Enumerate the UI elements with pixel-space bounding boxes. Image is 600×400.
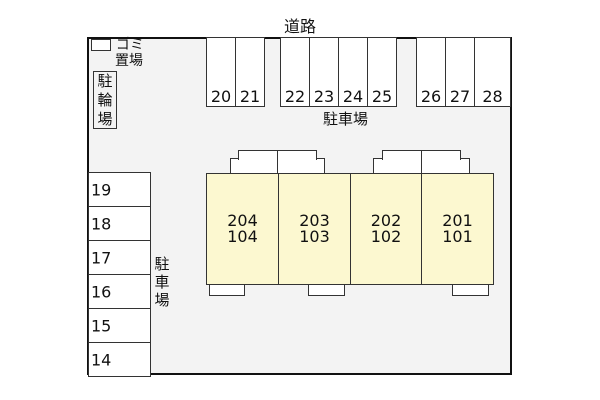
parking-slot-number: 18 (91, 214, 112, 233)
parking-slot-18: 18 (88, 206, 151, 241)
unit-number-lower: 101 (442, 227, 473, 246)
balcony-top (382, 150, 422, 160)
balcony (373, 158, 422, 174)
parking-slot-19: 19 (88, 172, 151, 207)
top-parking-label: 駐車場 (323, 110, 369, 128)
unit-number-upper: 202 (370, 211, 402, 230)
unit-number-upper: 204 (227, 211, 258, 230)
balcony (277, 158, 325, 174)
balcony (421, 158, 470, 174)
parking-slot-number: 28 (482, 87, 503, 106)
left-parking-label: 駐 車 場 (154, 256, 170, 308)
parking-slot-22: 22 (280, 37, 310, 107)
entrance-step (308, 284, 345, 296)
unit-number-upper: 201 (442, 211, 473, 230)
unit-number-upper: 203 (299, 211, 330, 230)
bicycle-char-2: 輪 (97, 91, 113, 109)
balcony-top (277, 150, 317, 160)
parking-slot-number: 23 (313, 87, 335, 106)
bicycle-char-3: 場 (97, 110, 113, 128)
unit-number-lower: 102 (370, 227, 402, 246)
balcony-top (421, 150, 461, 160)
parking-slot-17: 17 (88, 240, 151, 275)
unit-number-lower: 103 (299, 227, 330, 246)
parking-slot-15: 15 (88, 308, 151, 343)
bicycle-char-1: 駐 (97, 72, 113, 90)
parking-slot-number: 24 (342, 87, 364, 106)
parking-slot-28: 28 (474, 37, 511, 107)
parking-slot-number: 26 (420, 87, 442, 106)
parking-slot-number: 22 (284, 87, 306, 106)
parking-slot-number: 21 (239, 87, 261, 106)
parking-slot-27: 27 (445, 37, 475, 107)
garbage-box (91, 39, 111, 51)
parking-slot-24: 24 (338, 37, 368, 107)
parking-slot-number: 16 (91, 282, 112, 301)
parking-slot-number: 20 (210, 87, 232, 106)
parking-slot-26: 26 (416, 37, 446, 107)
parking-slot-14: 14 (88, 342, 151, 377)
parking-slot-16: 16 (88, 274, 151, 309)
parking-slot-number: 19 (91, 180, 112, 199)
balcony-top (238, 150, 278, 160)
road-label: 道路 (283, 17, 316, 36)
balcony (230, 158, 278, 174)
parking-slot-20: 20 (206, 37, 236, 107)
left-parking-char-1: 駐 (154, 255, 170, 273)
bicycle-parking: 駐 輪 場 (93, 71, 117, 129)
parking-slot-number: 15 (91, 316, 112, 335)
parking-slot-25: 25 (367, 37, 397, 107)
parking-slot-number: 25 (371, 87, 393, 106)
entrance-step (452, 284, 489, 296)
left-parking-char-3: 場 (154, 291, 170, 309)
left-parking-char-2: 車 (154, 273, 170, 291)
garbage-label-line2: 置場 (115, 53, 143, 69)
parking-slot-number: 17 (91, 248, 112, 267)
entrance-step (209, 284, 245, 296)
parking-slot-number: 27 (449, 87, 471, 106)
garbage-label-line1: ゴミ (116, 37, 144, 53)
parking-slot-21: 21 (235, 37, 265, 107)
parking-slot-number: 14 (91, 350, 112, 369)
unit-number-lower: 104 (227, 227, 258, 246)
parking-slot-23: 23 (309, 37, 339, 107)
